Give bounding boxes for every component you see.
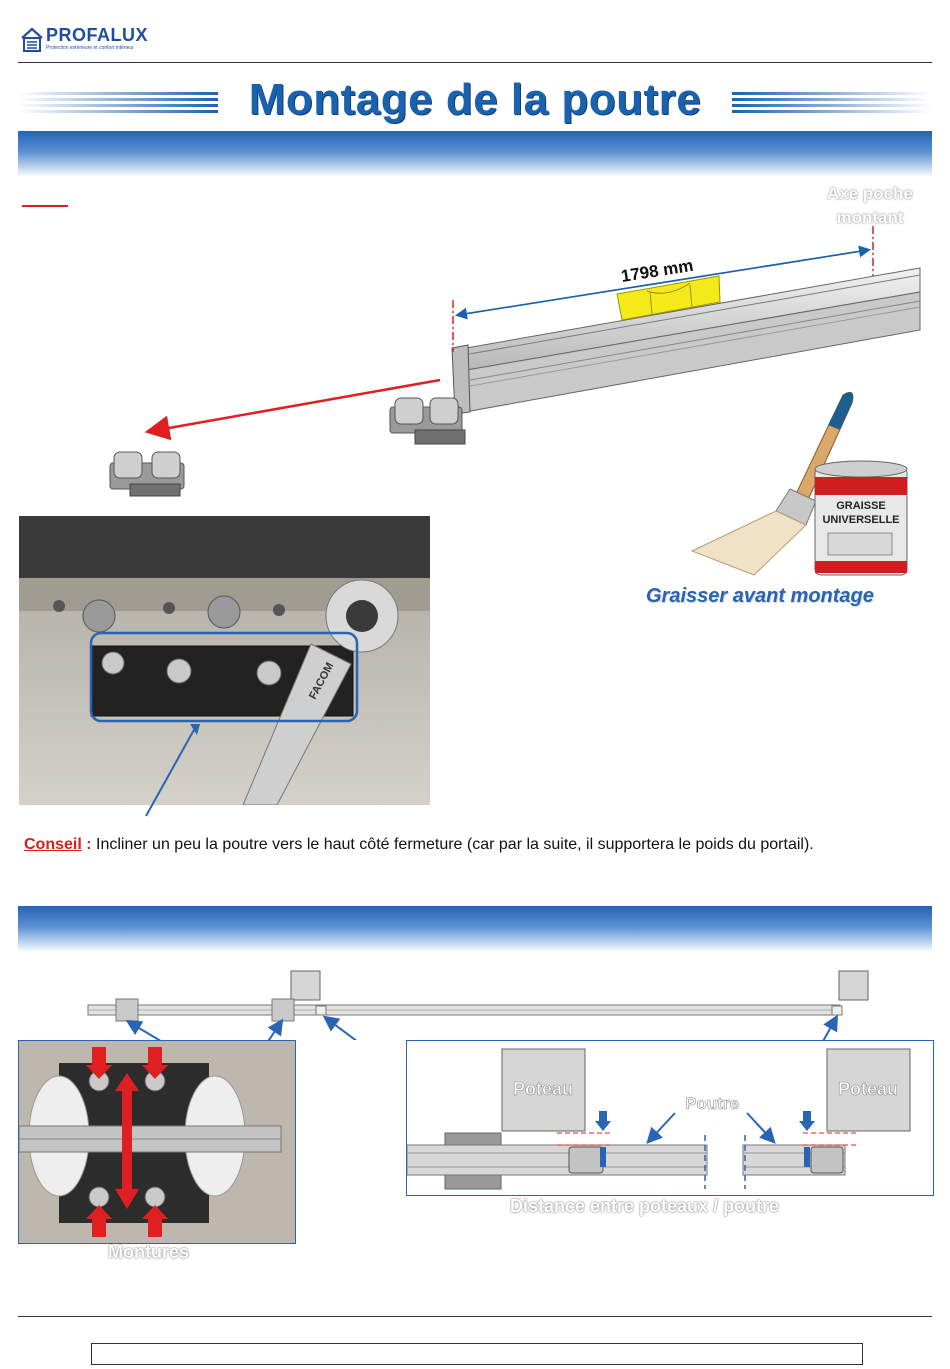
beam-illustration: 1798 mm (109, 226, 921, 497)
axis-label: Axe poche montant (800, 182, 940, 230)
top-view-diagram (87, 970, 869, 1040)
post-right-top (838, 970, 869, 1001)
paint-brush (690, 391, 854, 576)
advice-colon: : (81, 836, 92, 853)
section2-band (18, 906, 932, 952)
detail-beam-label: Poutre (685, 1094, 739, 1113)
footer-box (91, 1343, 863, 1365)
roller-carriage-mounted (389, 397, 466, 445)
photo-fastening-drawing: FACOM (19, 516, 430, 805)
grease-can-line1: GRAISSE (836, 500, 886, 512)
detail-posts-beam: Poteau Poteau Poutre (406, 1040, 934, 1196)
title-left-stripes (18, 92, 218, 113)
page-title: Montage de la poutre (248, 75, 702, 124)
advice-line: Conseil : Incliner un peu la poutre vers… (24, 836, 814, 854)
logo-house-icon (21, 27, 43, 52)
axis-label-line1: Axe poche (827, 184, 913, 203)
brush-and-grease-illustration: GRAISSE UNIVERSELLE (690, 391, 908, 576)
detail-post-left-label: Poteau (513, 1079, 573, 1099)
section1-band (18, 131, 932, 177)
grease-can-line2: UNIVERSELLE (822, 514, 899, 526)
post-left-top (290, 970, 321, 1001)
detail-post-right (826, 1048, 911, 1132)
wrench: FACOM (242, 579, 399, 805)
montures-label: Montures (108, 1242, 189, 1262)
dimension-label: 1798 mm (620, 256, 695, 286)
photo-pointer-line (145, 724, 200, 817)
photo-montures (18, 1040, 296, 1244)
advice-text: Incliner un peu la poutre vers le haut c… (91, 836, 814, 853)
step-marker (22, 205, 68, 207)
title-area: Montage de la poutre (18, 72, 932, 132)
spirit-level (616, 275, 721, 321)
photo-montures-drawing (19, 1041, 295, 1243)
footer-rule (18, 1316, 932, 1317)
distance-label: Distance entre poteaux / poutre (510, 1196, 780, 1216)
detail-post-right-label: Poteau (838, 1079, 898, 1099)
advice-label: Conseil (24, 836, 82, 853)
header-rule (18, 62, 932, 63)
brand-name: PROFALUX (46, 25, 149, 45)
detail-post-left (501, 1048, 586, 1132)
detail-beam-left (407, 1144, 708, 1176)
photo-fastening: FACOM (19, 516, 430, 805)
title-right-stripes (732, 92, 932, 113)
grease-can: GRAISSE UNIVERSELLE (814, 460, 908, 576)
roller-carriage-detached (109, 451, 185, 497)
highlight-frame (89, 631, 359, 723)
grease-caption: Graisser avant montage (646, 585, 874, 607)
axis-label-line2: montant (836, 208, 904, 227)
brand-tagline: Protection extérieure et confort intérie… (46, 45, 134, 51)
detail-drawing: Poteau Poteau Poutre (407, 1048, 911, 1190)
